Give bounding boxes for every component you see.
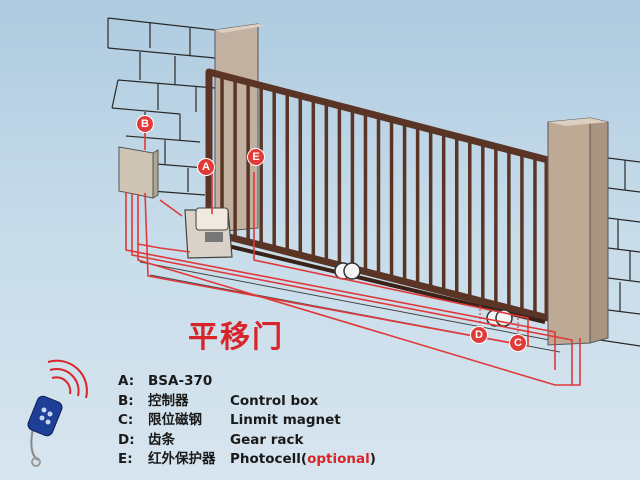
legend-cn: BSA-370 xyxy=(148,373,213,389)
callout-leaders xyxy=(479,305,519,336)
legend-en: Photocell(optional) xyxy=(230,450,376,470)
callout-b: B xyxy=(136,115,154,133)
legend: A: BSA-370 B: 控制器 Control box C: 限位磁钢 Li… xyxy=(118,372,376,470)
legend-cn: 限位磁钢 xyxy=(148,412,202,428)
legend-en-text: Photocell( xyxy=(230,451,308,467)
legend-row-c: C: 限位磁钢 Linmit magnet xyxy=(118,411,376,431)
legend-cn: 红外保护器 xyxy=(148,451,216,467)
brick-wall-right xyxy=(599,157,640,347)
legend-key: A: xyxy=(118,373,135,389)
legend-en: Gear rack xyxy=(230,431,304,448)
legend-en-close: ) xyxy=(369,451,376,467)
legend-key: D: xyxy=(118,431,135,448)
legend-key: E: xyxy=(118,451,133,467)
callout-e: E xyxy=(247,148,265,166)
legend-cn: 控制器 xyxy=(148,392,189,409)
callout-d: D xyxy=(470,326,488,344)
right-pillar xyxy=(547,117,609,346)
legend-en: Linmit magnet xyxy=(230,412,341,428)
control-box xyxy=(118,146,159,199)
legend-row-a: A: BSA-370 xyxy=(118,372,376,392)
legend-row-d: D: 齿条 Gear rack xyxy=(118,431,376,451)
page-title: 平移门 xyxy=(188,320,284,355)
legend-key: C: xyxy=(118,412,134,428)
motor-unit xyxy=(184,207,233,259)
legend-optional: optional xyxy=(307,451,370,467)
legend-cn: 齿条 xyxy=(148,431,175,448)
legend-row-e: E: 红外保护器 Photocell(optional) xyxy=(118,450,376,470)
legend-en: Control box xyxy=(230,392,319,409)
legend-row-b: B: 控制器 Control box xyxy=(118,392,376,412)
remote-control-icon xyxy=(27,395,63,467)
legend-key: B: xyxy=(118,392,134,409)
callout-a: A xyxy=(197,158,215,176)
wiring xyxy=(125,130,581,386)
callout-c: C xyxy=(509,334,527,352)
gate-bars xyxy=(220,75,537,315)
gate-wheels xyxy=(334,262,513,327)
signal-waves-icon xyxy=(47,359,88,399)
